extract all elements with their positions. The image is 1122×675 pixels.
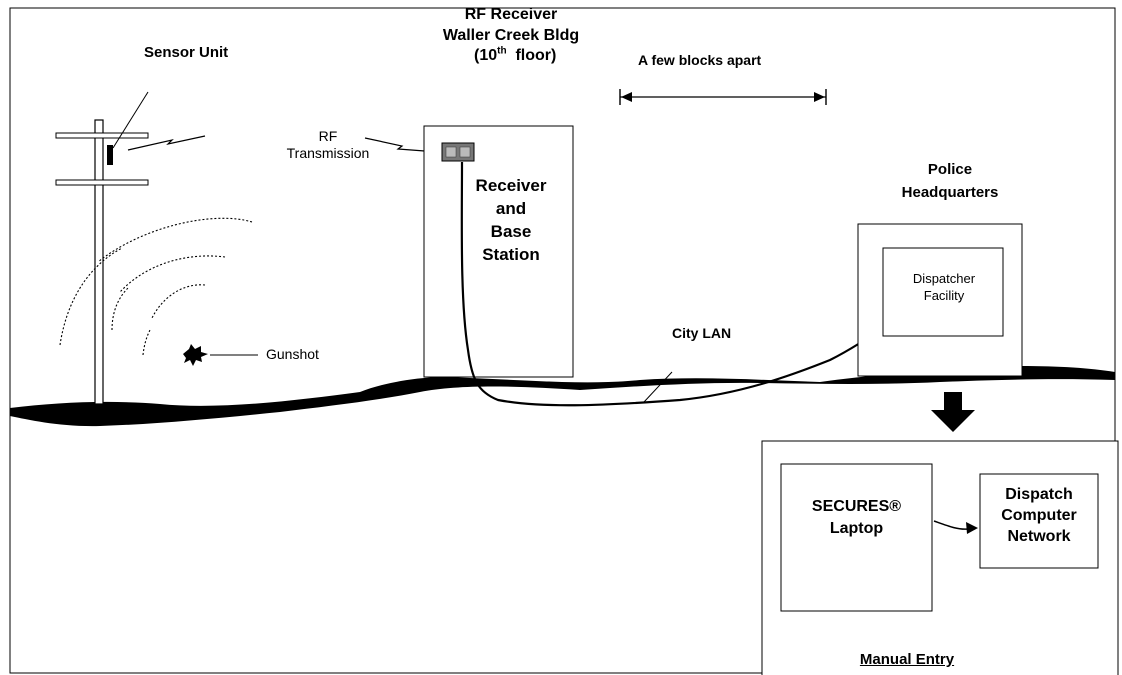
city-lan-cable — [460, 161, 887, 407]
sound-wave — [142, 329, 151, 356]
rf-transmission-label-line1: RF — [318, 128, 338, 144]
dispatcher-label-line1: Dispatcher — [912, 271, 976, 286]
city-lan-leader-line — [643, 371, 673, 403]
receiver-label-line3: Base — [490, 222, 532, 241]
down-arrow-icon — [931, 392, 975, 432]
dispatch-label-line2: Computer — [1001, 507, 1077, 524]
receiver-label-line1: Receiver — [475, 176, 547, 195]
dispatch-network-box — [979, 473, 1099, 569]
gunshot-burst-icon — [183, 344, 208, 366]
dispatcher-label-line2: Facility — [923, 288, 965, 303]
dispatcher-facility-box — [882, 247, 1004, 337]
ground — [10, 366, 1115, 427]
city-lan-label: City LAN — [672, 325, 732, 341]
utility-pole-icon — [55, 119, 149, 405]
rf-receiver-title: RF Receiver — [464, 6, 558, 23]
sound-wave — [119, 255, 226, 293]
distance-label: A few blocks apart — [638, 52, 762, 68]
sensor-leader-line — [112, 91, 149, 149]
rf-receiver-floor: (10th floor) — [474, 45, 557, 64]
gunshot-label: Gunshot — [266, 346, 319, 362]
sensor-unit-label: Sensor Unit — [144, 44, 229, 61]
rf-receiver-building — [423, 125, 574, 378]
police-label-line2: Headquarters — [901, 184, 999, 201]
manual-entry-label: Manual Entry — [859, 651, 955, 668]
laptop-to-network-arrow — [933, 520, 969, 530]
sensor-icon — [107, 145, 113, 165]
sound-wave — [111, 287, 129, 331]
sound-wave — [151, 284, 206, 319]
dispatch-label-line3: Network — [1007, 528, 1071, 545]
dispatch-label-line1: Dispatch — [1005, 486, 1073, 503]
lightning-bolt-icon — [127, 135, 206, 151]
diagram-frame — [9, 7, 1116, 674]
receiver-label-line2: and — [495, 199, 527, 218]
receiver-label-line4: Station — [482, 245, 540, 264]
secures-laptop-box — [780, 463, 933, 612]
lightning-bolt-icon — [364, 137, 439, 153]
rf-receiver-building-name: Waller Creek Bldg — [442, 27, 580, 44]
secures-label-line2: Laptop — [829, 520, 884, 537]
sound-wave — [97, 217, 253, 263]
sound-wave — [59, 247, 123, 346]
rf-transmission-label-line2: Transmission — [286, 145, 370, 161]
police-label-line1: Police — [927, 161, 973, 178]
secures-label-line1: SECURES® — [811, 498, 902, 515]
